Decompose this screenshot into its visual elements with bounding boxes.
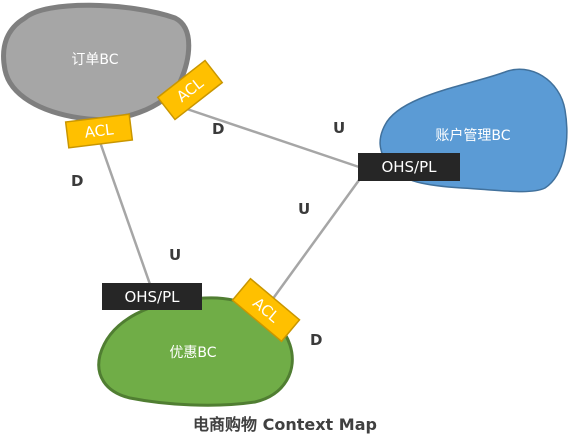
diagram-caption: 电商购物 Context Map (193, 415, 377, 434)
line-order-account (174, 103, 363, 170)
ohs-marker-right-box (358, 153, 460, 181)
acl-marker-left: ACL (64, 113, 134, 149)
ohs-marker-right: OHS/PL (358, 153, 460, 181)
ohs-marker-bottom: OHS/PL (102, 283, 202, 310)
context-order-label: 订单BC (71, 52, 118, 68)
relation-promotion-account-u: U (298, 200, 310, 218)
context-account-label: 账户管理BC (435, 127, 510, 144)
ohs-marker-bottom-label: OHS/PL (124, 288, 180, 306)
acl-marker-left-label: ACL (84, 120, 115, 141)
ohs-marker-right-label: OHS/PL (381, 158, 437, 176)
acl-marker-top-box (156, 59, 224, 121)
relation-promotion-account-d: D (310, 331, 322, 349)
relation-order-account-d: D (212, 120, 224, 138)
context-order-shape (1, 2, 192, 123)
acl-marker-left-box (64, 113, 134, 149)
context-promotion[interactable]: 优惠BC (97, 296, 294, 407)
acl-marker-bottom-box (231, 277, 301, 343)
relation-order-promotion-d: D (71, 172, 83, 190)
ohs-marker-bottom-box (102, 283, 202, 310)
relation-order-account-u: U (333, 119, 345, 137)
connector-lines (98, 103, 364, 301)
relation-order-promotion-u: U (169, 246, 181, 264)
context-promotion-label: 优惠BC (169, 345, 216, 361)
line-account-promotion (270, 175, 364, 301)
context-order[interactable]: 订单BC (1, 2, 192, 123)
line-order-promotion (98, 141, 154, 291)
